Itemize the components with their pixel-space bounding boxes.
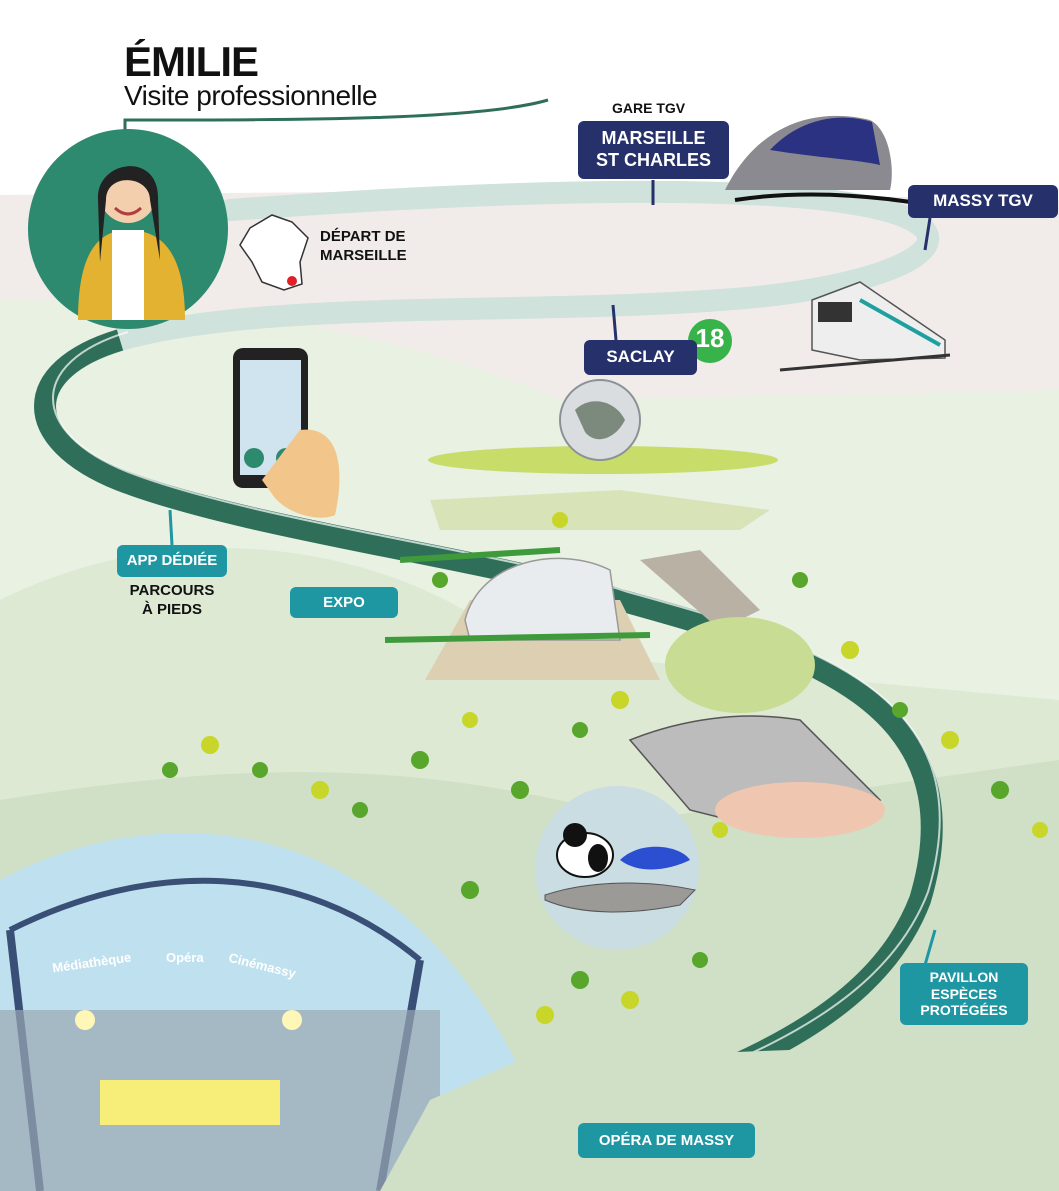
shark-icon xyxy=(544,882,696,913)
trees xyxy=(162,512,1048,1024)
globe-icon xyxy=(428,379,778,474)
opera-dome-icon xyxy=(0,833,1059,1191)
person-avatar-icon xyxy=(28,129,228,329)
gare-tgv-label: GARE TGV xyxy=(612,100,686,116)
app-dediee-tag: APP DÉDIÉE xyxy=(117,545,227,577)
dome-sign-opera: Opéra xyxy=(166,950,204,965)
line-18-number: 18 xyxy=(695,323,725,353)
panda-icon xyxy=(556,823,614,878)
parcours-label: PARCOURS À PIEDS xyxy=(129,582,215,618)
route-path xyxy=(123,98,549,130)
marseille-st-charles-tag: MARSEILLE ST CHARLES xyxy=(578,121,729,179)
expo-tag: EXPO xyxy=(290,587,398,618)
visit-type: Visite professionnelle xyxy=(124,80,378,111)
pavillon-tag: PAVILLON ESPÈCES PROTÉGÉES xyxy=(900,963,1028,1025)
france-map-icon xyxy=(239,214,309,291)
opera-de-massy-tag: OPÉRA DE MASSY xyxy=(578,1123,755,1158)
massy-tgv-tag: MASSY TGV xyxy=(908,185,1058,218)
metro-train-icon xyxy=(779,281,951,372)
tgv-train-icon xyxy=(725,115,931,207)
line-18-badge xyxy=(688,319,732,363)
species-illustration xyxy=(535,786,699,950)
saclay-tag: SACLAY xyxy=(584,340,697,375)
salamander-icon xyxy=(620,846,690,870)
smartphone-app-icon xyxy=(233,348,340,518)
person-name: ÉMILIE xyxy=(124,38,259,85)
departure-label: DÉPART DE MARSEILLE xyxy=(320,228,407,264)
campus-buildings xyxy=(384,490,885,838)
